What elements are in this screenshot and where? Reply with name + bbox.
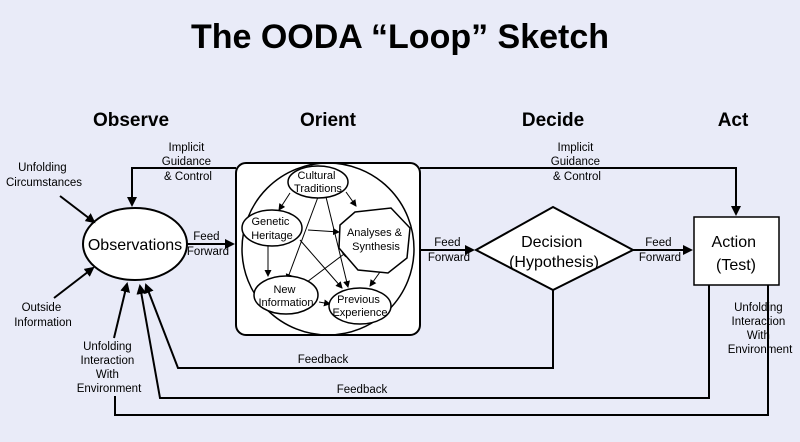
link-newinfo-analyses xyxy=(302,250,349,286)
link-cultural-newinfo xyxy=(285,196,319,281)
link-analyses-previous xyxy=(369,271,381,287)
new-information-label: New Information xyxy=(258,284,313,309)
environment-input-arrow xyxy=(113,282,130,339)
environment-loop-line xyxy=(114,285,769,416)
cultural-traditions-node xyxy=(287,165,349,199)
previous-experience-label: Previous Experience xyxy=(332,294,387,319)
observations-label: Observations xyxy=(88,237,182,254)
feedback-label-2: Feedback xyxy=(337,384,388,396)
implicit-guidance-right-label: Implicit Guidance & Control xyxy=(551,142,603,183)
observe-unfolding-interaction-label: Unfolding Interaction With Environment xyxy=(77,341,142,395)
previous-experience-node xyxy=(328,287,392,325)
unfolding-circumstances-arrow xyxy=(59,195,96,224)
action-node xyxy=(693,216,780,286)
analyses-synthesis-label: Analyses & Synthesis xyxy=(347,227,405,253)
implicit-guidance-arrow-observe xyxy=(127,167,236,207)
link-genetic-analyses xyxy=(307,228,340,236)
new-information-node xyxy=(253,275,319,315)
unfolding-circumstances-label: Unfolding Circumstances xyxy=(6,162,82,189)
link-cultural-analyses xyxy=(345,191,357,207)
cultural-traditions-label: Cultural Traditions xyxy=(294,170,342,195)
link-cultural-genetic xyxy=(278,192,291,211)
outside-information-label: Outside Information xyxy=(14,302,72,329)
feedback-label-1: Feedback xyxy=(298,354,349,366)
act-unfolding-interaction-label: Unfolding Interaction With Environment xyxy=(728,302,793,356)
feedback-arrow-act xyxy=(136,284,710,399)
feed-forward-label-3: Feed Forward xyxy=(639,237,681,264)
orient-circle xyxy=(241,162,415,336)
implicit-guidance-left-label: Implicit Guidance & Control xyxy=(162,142,214,183)
header-decide: Decide xyxy=(522,110,584,131)
action-label: Action (Test) xyxy=(712,234,761,274)
feed-forward-label-1: Feed Forward xyxy=(187,231,229,258)
outside-information-arrow xyxy=(53,266,95,299)
header-observe: Observe xyxy=(93,110,169,131)
link-genetic-previous xyxy=(299,239,343,289)
feedback-arrow-decide xyxy=(144,283,554,369)
analyses-synthesis-node xyxy=(338,207,411,274)
link-newinfo-previous xyxy=(318,299,331,307)
header-orient: Orient xyxy=(300,110,357,131)
decision-label: Decision (Hypothesis) xyxy=(509,234,599,271)
orient-inner-links xyxy=(264,191,381,307)
page-title: The OODA “Loop” Sketch xyxy=(191,18,609,56)
link-cultural-previous xyxy=(325,196,350,288)
genetic-heritage-label: Genetic Heritage xyxy=(251,216,293,242)
genetic-heritage-node xyxy=(241,209,303,247)
implicit-guidance-arrow-act xyxy=(420,167,741,216)
feed-forward-label-2: Feed Forward xyxy=(428,237,470,264)
header-act: Act xyxy=(718,110,749,131)
